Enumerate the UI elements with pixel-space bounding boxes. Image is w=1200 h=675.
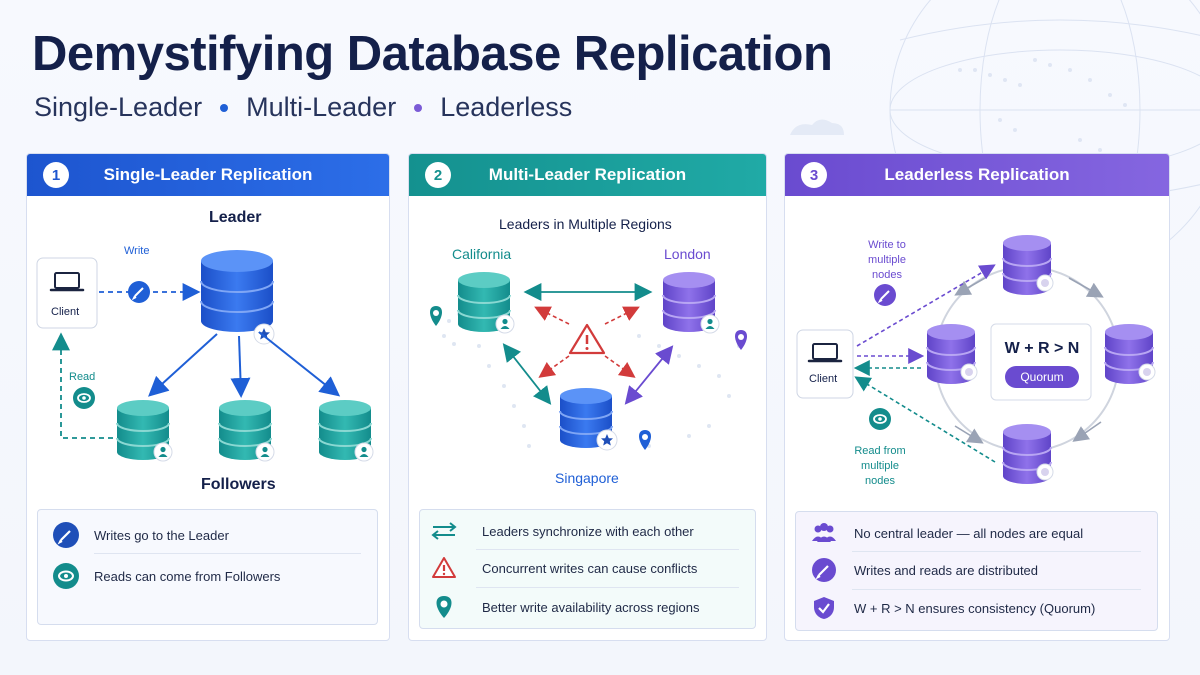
legend-text: Leaders synchronize with each other	[482, 523, 694, 539]
legend-divider	[94, 553, 361, 554]
legend-text: Writes and reads are distributed	[854, 562, 1039, 578]
eye-icon	[46, 562, 86, 590]
legend-divider	[476, 587, 739, 588]
quorum-pill: Quorum	[1020, 370, 1064, 384]
legend-divider	[476, 549, 739, 550]
legend-row: No central leader — all nodes are equal	[796, 518, 1157, 548]
legend-text: Reads can come from Followers	[94, 568, 281, 584]
legend-row: Reads can come from Followers	[38, 561, 377, 591]
legend-divider	[852, 589, 1141, 590]
legend-row: W + R > N ensures consistency (Quorum)	[796, 593, 1157, 623]
read-label: Read from multiple nodes	[854, 445, 906, 487]
bidirectional-arrow-icon	[424, 521, 464, 541]
followers-label: Followers	[201, 476, 276, 493]
panel-title: Multi-Leader Replication	[488, 165, 687, 184]
location-pin-icon	[639, 430, 651, 450]
legend-text: Concurrent writes can cause conflicts	[482, 560, 698, 576]
client-label: Client	[51, 306, 80, 318]
multi-leader-diagram	[430, 271, 747, 451]
step-number: 3	[801, 162, 827, 188]
leaderless-diagram	[796, 234, 1156, 485]
panel-leaderless: 3 Leaderless Replication	[784, 153, 1170, 641]
legend-row: Leaders synchronize with each other	[420, 516, 755, 546]
legend-text: W + R > N ensures consistency (Quorum)	[854, 600, 1096, 616]
step-number: 1	[43, 162, 69, 188]
legend-divider	[852, 551, 1141, 552]
regions-caption: Leaders in Multiple Regions	[499, 216, 672, 232]
write-label: Write	[124, 245, 150, 257]
warning-icon	[568, 323, 606, 355]
subtitle-single-leader: Single-Leader	[34, 92, 203, 122]
legend-row: Writes go to the Leader	[38, 520, 377, 550]
single-leader-legend: Writes go to the Leader Reads can come f…	[37, 509, 378, 625]
legend-text: Better write availability across regions	[482, 599, 700, 615]
panel-title: Single-Leader Replication	[103, 165, 313, 184]
panel-header: 2 Multi-Leader Replication	[409, 154, 766, 196]
panel-header: 3 Leaderless Replication	[785, 154, 1169, 196]
subtitle-dot	[414, 103, 423, 112]
quorum-formula: W + R > N	[1004, 340, 1080, 357]
subtitle-multi-leader: Multi-Leader	[246, 92, 397, 122]
subtitle-dot	[220, 103, 229, 112]
write-label: Write to multiple nodes	[868, 239, 906, 281]
panel-multi-leader: 2 Multi-Leader Replication	[408, 153, 767, 641]
region-singapore: Singapore	[555, 470, 619, 486]
leaderless-legend: No central leader — all nodes are equal …	[795, 511, 1158, 631]
legend-row: Better write availability across regions	[420, 592, 755, 622]
page-title: Demystifying Database Replication	[32, 27, 833, 81]
read-label: Read	[69, 371, 96, 383]
region-california: California	[452, 246, 512, 262]
shield-check-icon	[804, 595, 844, 621]
multi-leader-legend: Leaders synchronize with each other Conc…	[419, 509, 756, 629]
legend-row: Writes and reads are distributed	[796, 555, 1157, 585]
location-pin-icon	[735, 330, 747, 350]
page-subtitle: Single-Leader Multi-Leader Leaderless	[34, 92, 572, 123]
single-leader-diagram	[36, 249, 374, 462]
pencil-icon	[46, 521, 86, 549]
leader-label: Leader	[209, 209, 262, 226]
region-london: London	[664, 246, 711, 262]
step-number: 2	[425, 162, 451, 188]
legend-text: Writes go to the Leader	[94, 527, 229, 543]
panel-single-leader: 1 Single-Leader Replication Leader	[26, 153, 390, 641]
client-label: Client	[809, 373, 838, 385]
panel-header: 1 Single-Leader Replication	[27, 154, 389, 196]
laptop-icon	[807, 343, 843, 363]
users-icon	[804, 522, 844, 544]
pencil-icon	[804, 557, 844, 583]
panel-title: Leaderless Replication	[884, 165, 1070, 184]
location-pin-icon	[424, 594, 464, 620]
location-pin-icon	[430, 306, 442, 326]
subtitle-leaderless: Leaderless	[440, 92, 573, 122]
laptop-icon	[49, 272, 85, 292]
warning-icon	[424, 556, 464, 580]
legend-text: No central leader — all nodes are equal	[854, 525, 1084, 541]
legend-row: Concurrent writes can cause conflicts	[420, 553, 755, 583]
